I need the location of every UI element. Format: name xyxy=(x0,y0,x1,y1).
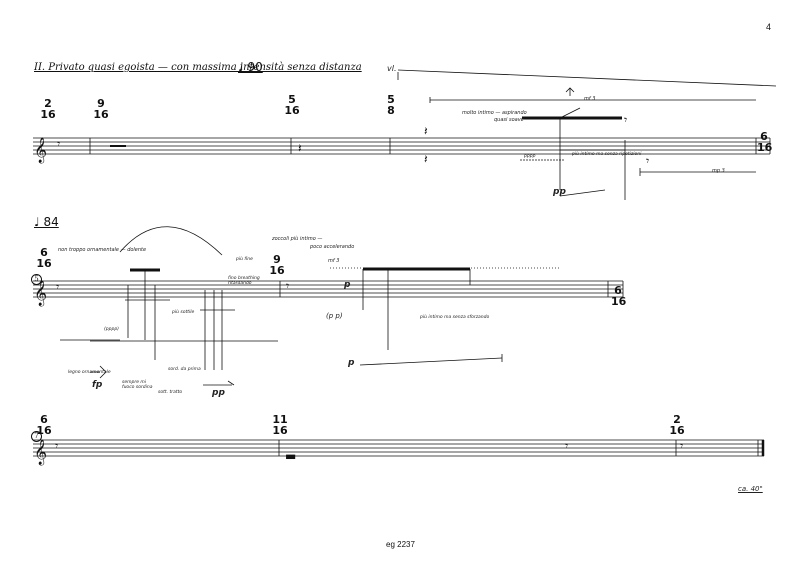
dynamic-mark: pppp xyxy=(524,154,536,159)
footer-code: eg 2237 xyxy=(386,540,415,549)
tempo-marking-2: ♩ 84 xyxy=(34,215,59,229)
svg-text:𝄾: 𝄾 xyxy=(646,154,649,168)
dynamic-mark: mf 3 xyxy=(328,258,340,264)
treble-clef-3: 𝄞 xyxy=(34,439,47,465)
movement-title: II. Privato quasi egoista — con massima … xyxy=(34,62,362,73)
svg-text:𝄾: 𝄾 xyxy=(624,113,627,127)
svg-text:𝄽: 𝄽 xyxy=(424,152,428,166)
dynamic-mark: pp xyxy=(553,187,566,197)
svg-text:𝄾: 𝄾 xyxy=(57,137,60,151)
staff-system-1 xyxy=(33,137,770,155)
treble-clef-2: 𝄞 xyxy=(34,280,47,306)
expression-text: sempre mi fuoco sordina xyxy=(122,380,153,390)
system-number: 7 xyxy=(31,431,42,442)
expression-text: più sottile xyxy=(172,310,195,315)
expression-text: non troppo ornamentale — dolente xyxy=(58,247,147,253)
dynamic-mark: pp xyxy=(212,388,225,398)
svg-text:𝄾: 𝄾 xyxy=(680,439,683,453)
dynamic-mark: p xyxy=(344,280,351,290)
expression-text: quasi soave xyxy=(494,117,524,123)
svg-text:𝄾: 𝄾 xyxy=(286,279,289,293)
expression-text: molto intimo — aspirando xyxy=(462,110,527,116)
dynamic-mark: (p p) xyxy=(326,312,343,320)
staff-system-2 xyxy=(33,280,623,298)
expression-text: sott. tratto xyxy=(158,390,183,395)
dynamic-mark: mf 3 xyxy=(584,96,596,102)
dynamic-mark: p xyxy=(348,358,355,368)
expression-text: fino breathing ritardando xyxy=(228,276,260,286)
svg-text:𝄽: 𝄽 xyxy=(424,124,428,138)
dynamic-mark: fp xyxy=(92,380,103,390)
treble-clef-1: 𝄞 xyxy=(34,137,47,163)
tempo-marking-1: ♩ 90 xyxy=(238,60,263,74)
expression-text: più intimo ma senza ripetizioni xyxy=(572,152,642,157)
expression-text: sord. da prima xyxy=(168,367,201,372)
system-number: 5 xyxy=(31,274,42,285)
expression-text: più fine xyxy=(236,257,253,262)
hairpin-line xyxy=(397,69,777,87)
expression-text: zoccoli più intimo — xyxy=(272,236,323,242)
svg-text:𝄾: 𝄾 xyxy=(55,439,58,453)
expression-text: poco accelerando xyxy=(310,244,355,250)
dynamic-mark: (pppp) xyxy=(104,327,119,332)
duration-marking: ca. 40" xyxy=(738,485,763,493)
svg-text:𝄾: 𝄾 xyxy=(565,439,568,453)
svg-text:▬: ▬ xyxy=(285,449,296,463)
staff-system-3 xyxy=(33,439,764,457)
instrument-label: vl. xyxy=(387,64,397,73)
svg-text:𝄾: 𝄾 xyxy=(56,280,59,294)
expression-text: legno ornamentale xyxy=(68,370,111,375)
expression-text: più intimo ma senza sforzando xyxy=(420,315,490,320)
page-number: 4 xyxy=(766,22,772,32)
dynamic-mark: mp 3 xyxy=(712,168,725,174)
svg-text:𝄽: 𝄽 xyxy=(298,141,302,155)
